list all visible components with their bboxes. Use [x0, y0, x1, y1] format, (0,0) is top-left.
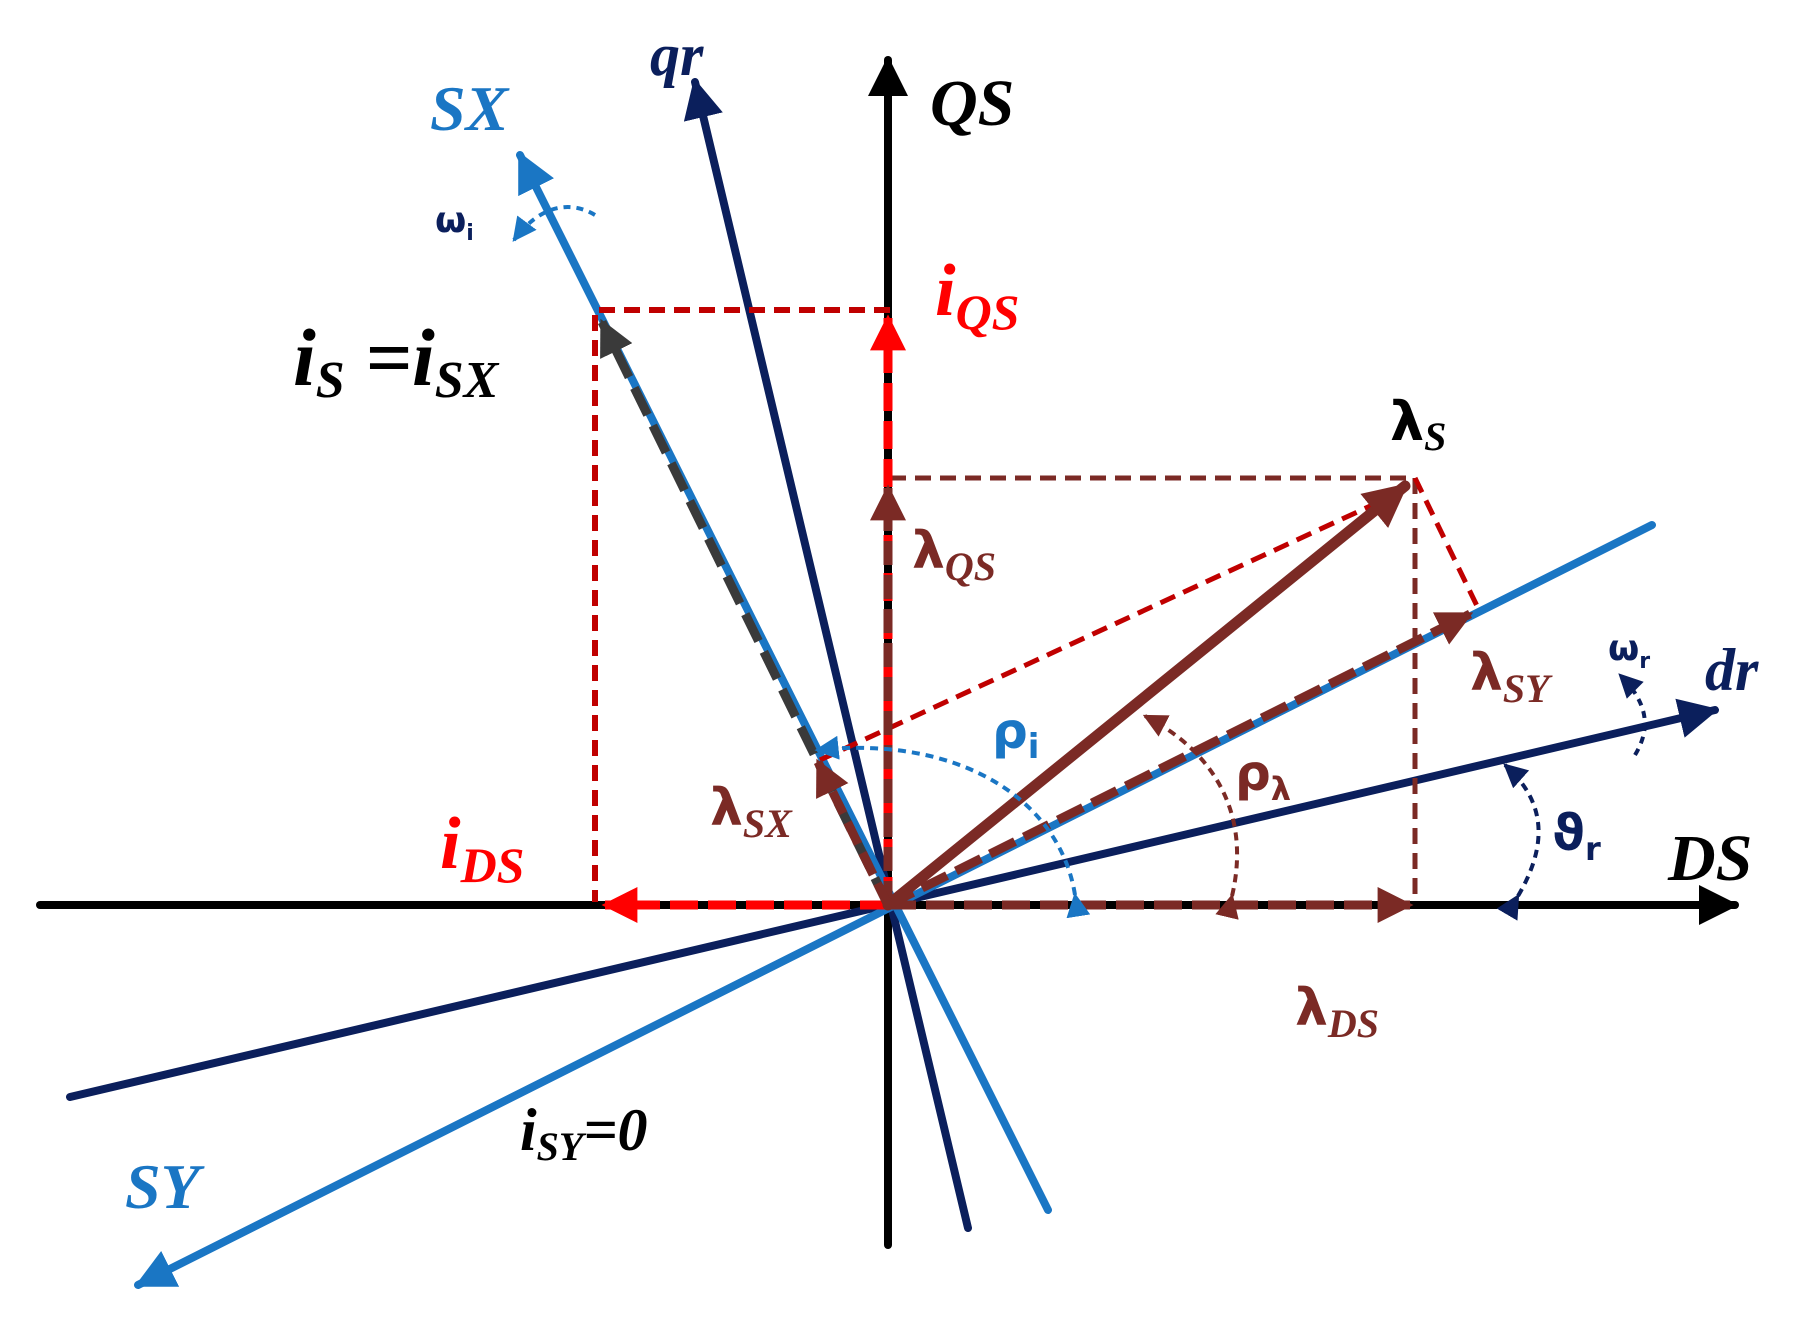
- svg-text:λS: λS: [1390, 390, 1446, 459]
- rho-lambda-arc: [1142, 714, 1240, 920]
- svg-text:ρλ: ρλ: [1235, 744, 1291, 808]
- svg-text:λSX: λSX: [710, 778, 793, 846]
- sx-axis-label: SX: [430, 73, 510, 144]
- svg-text:λQS: λQS: [912, 521, 996, 589]
- ds-axis-label: DS: [1667, 822, 1752, 895]
- svg-text:iDS: iDS: [440, 803, 524, 893]
- qr-axis-label: qr: [650, 22, 704, 88]
- omega-r-arc: [1618, 673, 1647, 757]
- lambda-sy-vector: [885, 609, 1474, 910]
- rho-lambda-label: ρλ: [1235, 744, 1291, 808]
- lambda-s-label: λS: [1390, 390, 1446, 459]
- svg-text:ωi: ωi: [435, 200, 474, 246]
- lambda-sx-label: λSX: [710, 778, 793, 846]
- is-projection-lines: [592, 307, 890, 902]
- lambda-qs-label: λQS: [912, 521, 996, 589]
- lambda-ds-label: λDS: [1295, 978, 1379, 1046]
- sy-axis-label: SY: [125, 1151, 205, 1222]
- svg-text:iSY=0: iSY=0: [520, 1097, 648, 1169]
- omega-r-label: ωr: [1608, 628, 1650, 674]
- i-qs-label: iQS: [935, 250, 1019, 340]
- dr-axis-label: dr: [1705, 637, 1759, 703]
- svg-text:λDS: λDS: [1295, 978, 1379, 1046]
- rho-i-label: ρi: [992, 702, 1039, 767]
- i-sy-label: iSY=0: [520, 1097, 648, 1169]
- lambda-sy-label: λSY: [1470, 643, 1553, 711]
- i-ds-label: iDS: [440, 803, 524, 893]
- omega-i-arc: [512, 205, 597, 242]
- svg-text:λSY: λSY: [1470, 643, 1553, 711]
- i-s-label: iS =iSX: [293, 312, 500, 409]
- svg-text:ωr: ωr: [1608, 628, 1650, 674]
- lambda-sx-link: [818, 487, 1407, 763]
- lambda-sy-link: [1412, 476, 1481, 610]
- qs-axis-label: QS: [930, 67, 1014, 140]
- rho-i-arc: [814, 735, 1091, 919]
- theta-r-label: ϑr: [1552, 804, 1601, 868]
- svg-text:ϑr: ϑr: [1552, 804, 1601, 868]
- svg-text:iQS: iQS: [935, 250, 1019, 340]
- theta-r-arc: [1496, 763, 1541, 921]
- omega-i-label: ωi: [435, 200, 474, 246]
- qr-axis: [683, 78, 972, 1232]
- svg-text:iS =iSX: iS =iSX: [293, 312, 500, 409]
- svg-text:ρi: ρi: [992, 702, 1039, 767]
